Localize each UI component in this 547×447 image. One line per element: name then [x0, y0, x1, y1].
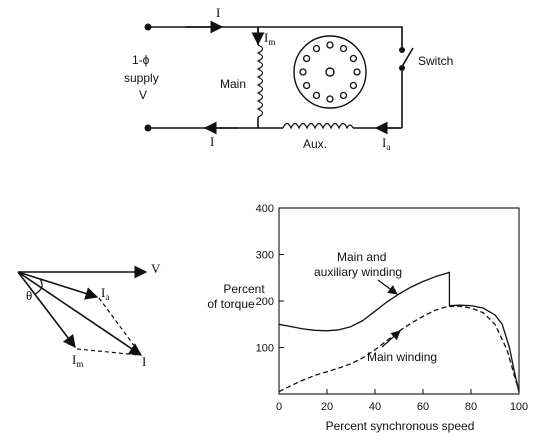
circuit-diagram: I Switch Ia I Aux. Im Main 1-ϕ supply V: [124, 5, 453, 152]
x-axis-label: Percent synchronous speed: [326, 419, 475, 433]
y-tick-label: 200: [256, 296, 274, 308]
y-axis-label-line2: of torque: [207, 297, 255, 311]
phasor-im: [17, 271, 76, 349]
chart-series-group: [278, 271, 520, 393]
y-tick-label: 300: [256, 250, 274, 262]
main-winding-coil: [256, 44, 264, 118]
plot-frame: [278, 207, 520, 395]
rotor-slot: [339, 44, 348, 53]
phasor-im-label: Im: [72, 352, 83, 369]
x-tick-label: 60: [417, 401, 429, 413]
switch: [399, 47, 414, 128]
switch-label: Switch: [418, 54, 453, 68]
current-label-aux: Ia: [382, 135, 390, 152]
rotor-icon: [293, 35, 367, 109]
x-tick-label: 40: [369, 401, 381, 413]
phasor-dashed-ia-to-i: [98, 297, 142, 356]
phasor-i: [17, 271, 143, 356]
rotor-slot: [353, 68, 361, 76]
rotor-slot: [326, 41, 334, 49]
legend-series-1-pointer: [377, 279, 398, 295]
legend-series-2: Main winding: [367, 350, 437, 364]
series-main-and-auxiliary-line: [278, 271, 520, 392]
current-label-bottom: I: [210, 134, 214, 149]
legend-series-1-line1: Main and: [337, 250, 386, 264]
rotor-slot: [302, 54, 311, 63]
phasor-diagram: V Ia Im I θ: [17, 261, 161, 369]
torque-speed-chart: 0 20 40 60 80 100 100 200 300 400 Percent of tor…: [207, 203, 528, 433]
x-tick-label: 80: [465, 401, 477, 413]
supply-label-line1: 1-ϕ: [132, 53, 150, 67]
rotor-slot: [312, 91, 321, 100]
x-tick-label: 100: [510, 401, 528, 413]
rotor-slot: [349, 81, 358, 90]
aux-winding-label: Aux.: [303, 137, 327, 151]
rotor-slot: [326, 95, 334, 103]
y-axis-ticks: 100 200 300 400: [256, 203, 284, 355]
y-axis-label-line1: Percent: [223, 282, 265, 296]
current-label-main: Im: [264, 30, 275, 47]
current-label-top: I: [216, 5, 220, 20]
x-tick-label: 20: [321, 401, 333, 413]
legend-series-2-pointer: [381, 330, 401, 348]
series-main-winding-line: [278, 305, 520, 393]
phasor-i-label: I: [142, 354, 146, 369]
phasor-theta-arc: [34, 278, 43, 295]
phasor-v-label: V: [151, 261, 161, 276]
rotor-slot: [299, 68, 307, 76]
x-axis-ticks: 0 20 40 60 80 100: [276, 389, 528, 413]
rotor-slot: [302, 81, 311, 90]
main-winding-label: Main: [220, 77, 246, 91]
phasor-theta-label: θ: [26, 288, 32, 303]
phasor-ia: [17, 271, 99, 300]
x-tick-label: 0: [276, 401, 282, 413]
rotor-slot: [349, 54, 358, 63]
rotor-slot: [339, 91, 348, 100]
aux-winding-coil: [282, 122, 354, 130]
y-tick-label: 400: [256, 203, 274, 215]
phasor-dashed-im-to-i: [76, 348, 140, 356]
supply-label-line2: supply: [124, 71, 159, 85]
y-tick-label: 100: [256, 343, 274, 355]
phasor-ia-label: Ia: [101, 285, 109, 302]
top-wire: [148, 26, 403, 47]
supply-label-line3: V: [139, 88, 147, 102]
rotor-slot: [312, 44, 321, 53]
legend-series-1-line2: auxiliary winding: [314, 265, 402, 279]
